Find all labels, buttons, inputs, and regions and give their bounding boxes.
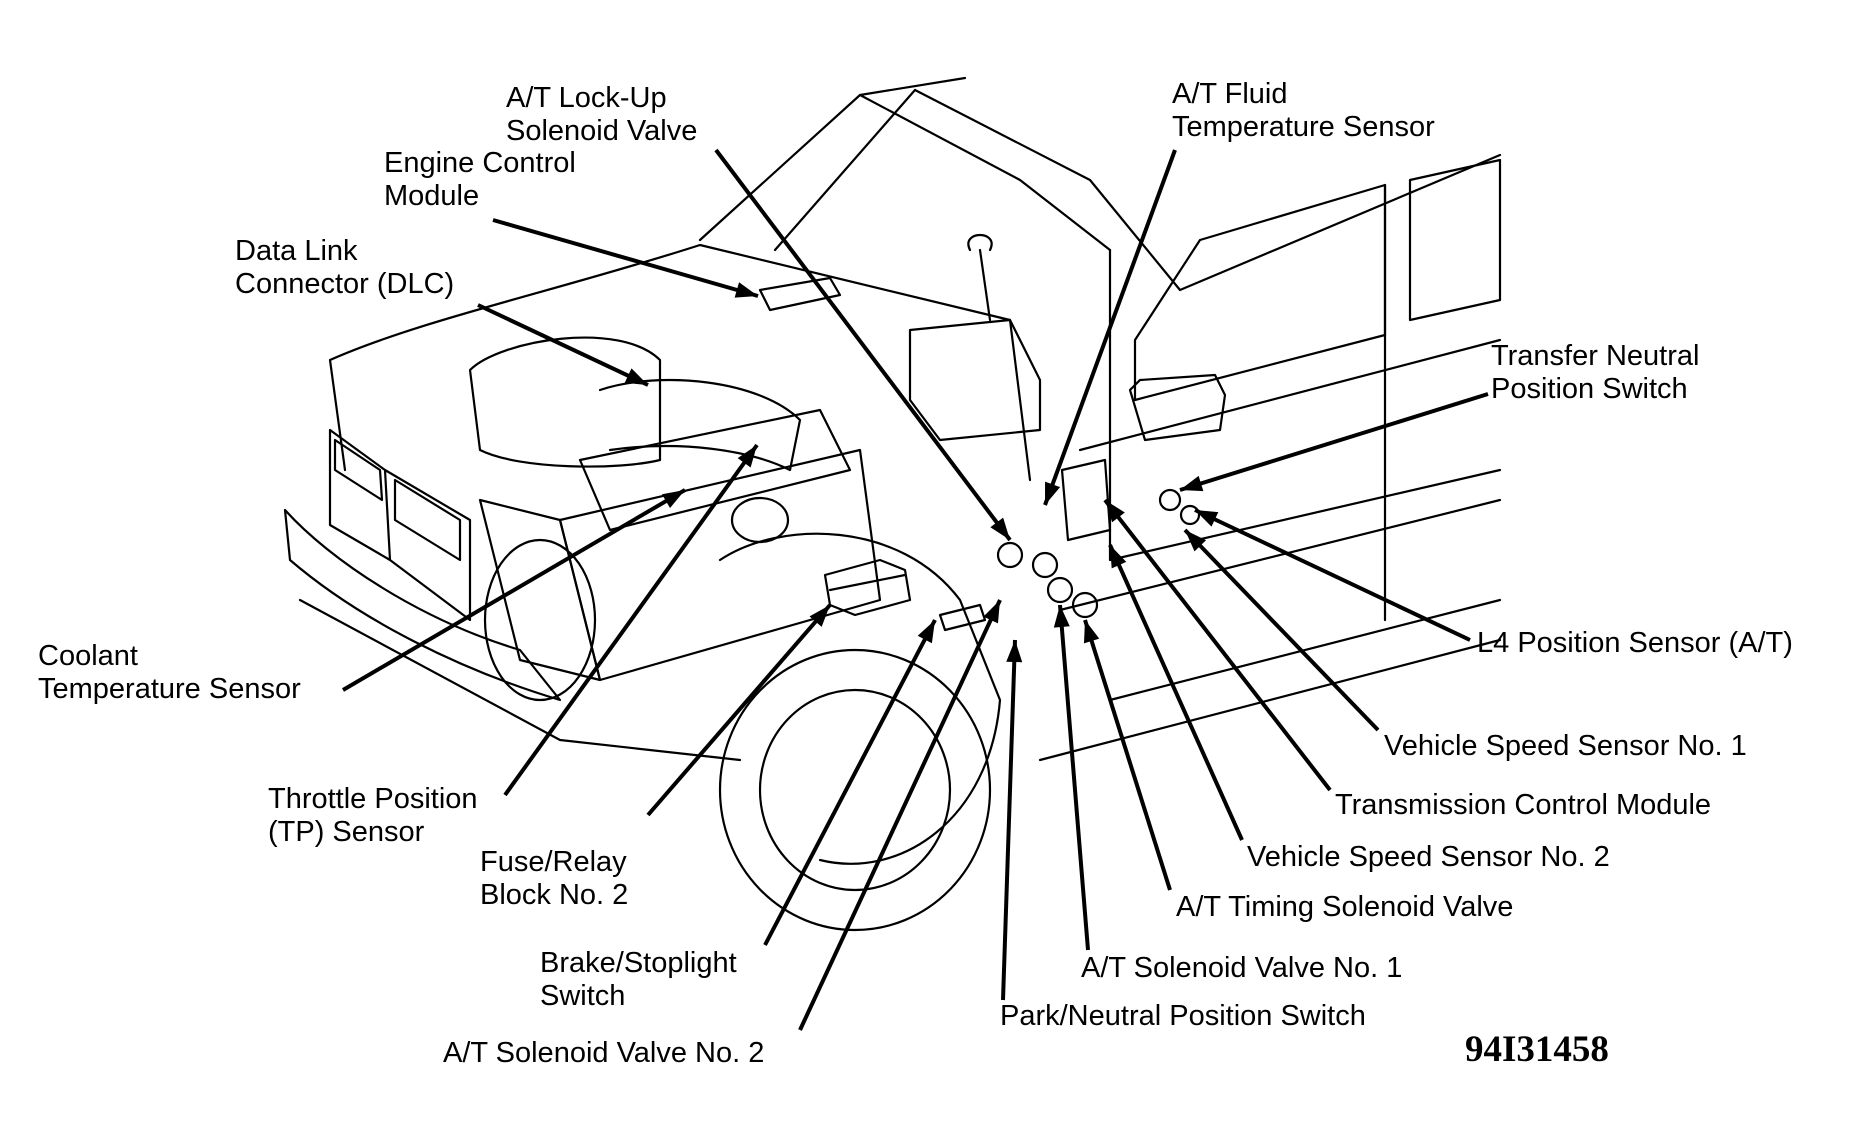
leader-line-fluid-temp-sensor: [1043, 149, 1177, 506]
label-timing-solenoid: A/T Timing Solenoid Valve: [1176, 891, 1514, 923]
arrowhead-fluid-temp-sensor: [1045, 481, 1061, 505]
arrowhead-data-link-connector: [624, 368, 648, 385]
door-outline: [1108, 183, 1502, 702]
label-vehicle-speed-sensor-1: Vehicle Speed Sensor No. 1: [1384, 730, 1747, 762]
figure-number: 94I31458: [1465, 1029, 1609, 1070]
shift-lever: [967, 233, 993, 322]
arrowhead-park-neutral-switch: [1006, 640, 1023, 663]
intake-hose: [598, 378, 802, 472]
label-throttle-position-sensor: Throttle Position (TP) Sensor: [268, 783, 478, 848]
leader-line-throttle-position-sensor: [503, 443, 759, 797]
leader-line-transfer-neutral-switch: [1179, 392, 1489, 492]
front-wheel-rim: [758, 688, 952, 892]
valve-cover: [578, 408, 852, 532]
leader-line-coolant-temp-sensor: [341, 488, 687, 692]
bumper-lower: [298, 598, 742, 762]
arrowhead-fuse-relay-block: [809, 605, 830, 627]
label-data-link-connector: Data Link Connector (DLC): [235, 235, 455, 300]
arrowhead-throttle-position-sensor: [737, 445, 757, 468]
leader-line-vehicle-speed-sensor-2: [1108, 544, 1244, 841]
front-bumper: [283, 508, 562, 702]
solenoid-cluster-c: [1046, 576, 1074, 604]
leader-line-timing-solenoid: [1083, 619, 1172, 891]
solenoid-cluster-d: [1071, 591, 1099, 619]
shift-console: [908, 318, 1042, 442]
label-engine-control-module: Engine Control Module: [384, 147, 576, 212]
arrowhead-vehicle-speed-sensor-1: [1185, 530, 1207, 552]
label-fuse-relay-block: Fuse/Relay Block No. 2: [480, 846, 629, 911]
leader-line-park-neutral-switch: [1001, 639, 1017, 1001]
arrowhead-lockup-solenoid: [990, 517, 1010, 540]
grille: [328, 428, 472, 622]
transfer-sensors: [1158, 488, 1182, 512]
leader-line-engine-control-module: [492, 218, 759, 298]
brake-switch-shape: [938, 603, 987, 632]
label-brake-stoplight-switch: Brake/Stoplight Switch: [540, 947, 737, 1012]
leader-line-fuse-relay-block: [646, 603, 832, 817]
front-fender: [718, 532, 1002, 865]
label-vehicle-speed-sensor-2: Vehicle Speed Sensor No. 2: [1247, 841, 1610, 873]
arrowhead-transmission-control-module: [1105, 500, 1125, 523]
label-solenoid-valve-2: A/T Solenoid Valve No. 2: [443, 1037, 765, 1069]
label-fluid-temp-sensor: A/T Fluid Temperature Sensor: [1172, 78, 1435, 143]
leader-line-l4-position-sensor: [1194, 508, 1471, 642]
ecm-box: [758, 276, 842, 312]
label-park-neutral-switch: Park/Neutral Position Switch: [1000, 1000, 1366, 1032]
leader-line-brake-stoplight-switch: [763, 619, 937, 946]
cooling-fan: [483, 538, 597, 702]
arrowhead-solenoid-valve-1: [1053, 605, 1070, 628]
arrowhead-brake-stoplight-switch: [917, 620, 935, 644]
rear-window: [1408, 158, 1502, 322]
body-side: [1038, 338, 1502, 762]
arrowhead-solenoid-valve-2: [983, 600, 1000, 624]
label-coolant-temp-sensor: Coolant Temperature Sensor: [38, 640, 301, 705]
transfer-sensors-2: [1179, 504, 1201, 526]
leader-line-lockup-solenoid: [714, 148, 1012, 542]
leader-line-solenoid-valve-2: [798, 599, 1002, 1031]
arrowhead-engine-control-module: [734, 282, 758, 298]
label-solenoid-valve-1: A/T Solenoid Valve No. 1: [1081, 952, 1403, 984]
headlights: [333, 438, 462, 562]
hood-outline: [328, 243, 1032, 482]
leader-line-solenoid-valve-1: [1058, 604, 1090, 951]
leader-line-data-link-connector: [477, 303, 649, 387]
arrowhead-coolant-temp-sensor: [661, 490, 685, 509]
roof-line: [913, 88, 1502, 292]
leader-line-vehicle-speed-sensor-1: [1183, 528, 1380, 732]
side-mirror: [1128, 373, 1227, 442]
leader-line-transmission-control-module: [1103, 498, 1332, 792]
radiator: [478, 498, 602, 682]
label-l4-position-sensor: L4 Position Sensor (A/T): [1477, 627, 1793, 659]
oil-cap: [730, 496, 790, 544]
arrowhead-transfer-neutral-switch: [1180, 475, 1204, 492]
front-wheel: [718, 648, 992, 932]
arrowhead-l4-position-sensor: [1195, 510, 1219, 527]
label-lockup-solenoid: A/T Lock-Up Solenoid Valve: [506, 82, 698, 147]
tcm-box: [1060, 458, 1112, 542]
air-cleaner: [468, 336, 662, 468]
arrowhead-vehicle-speed-sensor-2: [1110, 545, 1127, 569]
solenoid-cluster-a: [996, 541, 1024, 569]
windshield-frame: [698, 76, 1112, 252]
label-transfer-neutral-switch: Transfer Neutral Position Switch: [1491, 340, 1700, 405]
label-transmission-control-module: Transmission Control Module: [1335, 789, 1712, 821]
arrowhead-timing-solenoid: [1083, 620, 1100, 644]
solenoid-cluster-b: [1031, 551, 1059, 579]
